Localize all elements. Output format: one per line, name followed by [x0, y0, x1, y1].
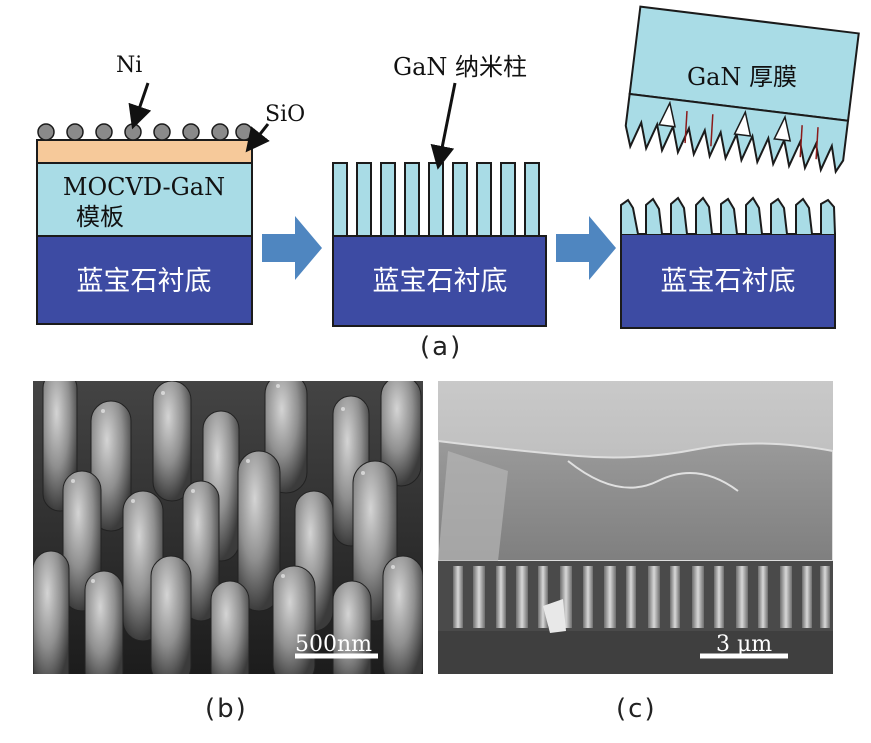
panel-a-schematic: Ni SiO MOCVD-GaN 模板 蓝宝石衬底 GaN 纳米柱 蓝宝石衬底	[36, 5, 860, 329]
nanocolumn-label: GaN 纳米柱	[393, 53, 527, 81]
step1-stack	[36, 82, 270, 325]
step1-sio-mask-layer	[36, 139, 253, 164]
sem-image-cross-section: 3 μm	[438, 381, 833, 674]
step2-substrate-layer	[332, 235, 547, 327]
caption-c: (c)	[616, 694, 657, 724]
caption-b: (b)	[205, 694, 248, 724]
ni-label: Ni	[116, 53, 142, 78]
sio-pointer-arrow	[245, 123, 270, 153]
template-label-line2: 模板	[76, 203, 124, 231]
void-triangles	[657, 100, 792, 142]
step2-stack	[332, 82, 547, 327]
caption-a: (a)	[420, 332, 463, 362]
thick-film-cross-section	[438, 439, 833, 562]
step3-substrate-layer	[620, 233, 836, 329]
step1-substrate-label: 蓝宝石衬底	[77, 266, 212, 297]
step1-substrate-layer	[36, 235, 253, 325]
process-arrow-2	[556, 216, 616, 280]
sem-nanocolumn-rendering: 500nm	[33, 381, 423, 674]
scale-bar-b-label: 500nm	[295, 632, 372, 657]
process-arrow-1	[262, 216, 322, 280]
substrate-cross-section	[438, 631, 833, 674]
template-label-line1: MOCVD-GaN	[63, 173, 225, 201]
nanocolumn-pointer-arrow	[430, 82, 457, 170]
step1-template-layer	[36, 162, 253, 237]
broken-column-stubs	[620, 196, 836, 235]
step3-substrate-label: 蓝宝石衬底	[661, 266, 796, 297]
ni-pointer-arrow	[128, 82, 152, 130]
crack-lines	[684, 111, 819, 160]
sem-image-nanocolumns: 500nm	[33, 381, 423, 674]
ni-nanodots	[37, 123, 253, 141]
step3-stack	[620, 5, 860, 329]
step2-substrate-label: 蓝宝石衬底	[373, 266, 508, 297]
thick-film-label: GaN 厚膜	[687, 63, 797, 91]
sio-label: SiO	[265, 102, 305, 127]
sem-cross-section-rendering: 3 μm	[438, 381, 833, 674]
lifted-gan-thick-film	[624, 5, 860, 175]
gan-nanocolumns	[332, 162, 540, 237]
scale-bar-c-label: 3 μm	[716, 632, 772, 657]
